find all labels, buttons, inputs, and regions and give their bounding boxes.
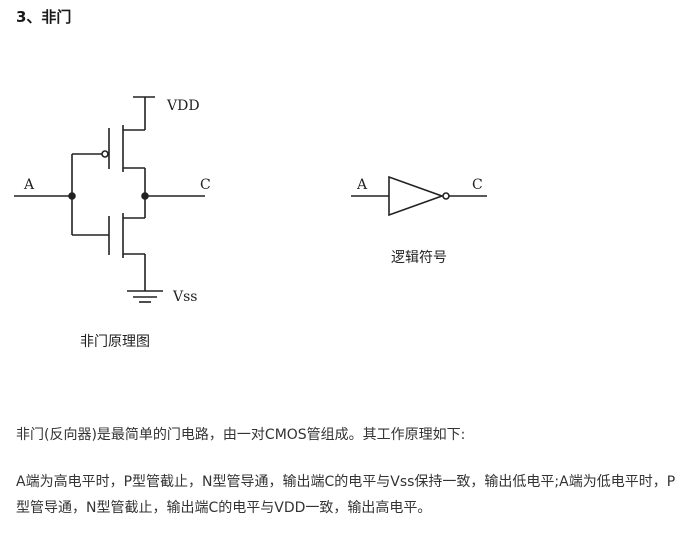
symbol-caption: 逻辑符号 bbox=[391, 250, 447, 266]
inverter-bubble bbox=[442, 192, 450, 200]
not-gate-figure: VDD A C Vss 非门原理图 A C 逻辑符号 bbox=[14, 96, 487, 350]
intro-paragraph: 非门(反向器)是最简单的门电路，由一对CMOS管组成。其工作原理如下: bbox=[16, 427, 466, 443]
circuit-caption: 非门原理图 bbox=[80, 334, 150, 350]
vdd-label: VDD bbox=[166, 98, 200, 114]
output-c-label: C bbox=[200, 177, 211, 193]
vss-label: Vss bbox=[172, 289, 197, 305]
section-heading: 3、非门 bbox=[16, 8, 72, 26]
symbol-a-label: A bbox=[356, 177, 368, 193]
cmos-circuit-diagram bbox=[14, 96, 205, 303]
principle-paragraph: A端为高电平时，P型管截止，N型管导通，输出端C的电平与Vss保持一致，输出低电… bbox=[16, 474, 676, 516]
inverter-triangle bbox=[388, 175, 445, 217]
symbol-c-label: C bbox=[472, 177, 483, 193]
logic-symbol bbox=[351, 175, 487, 217]
input-a-label: A bbox=[23, 177, 35, 193]
pmos-gate-bubble bbox=[101, 150, 109, 158]
